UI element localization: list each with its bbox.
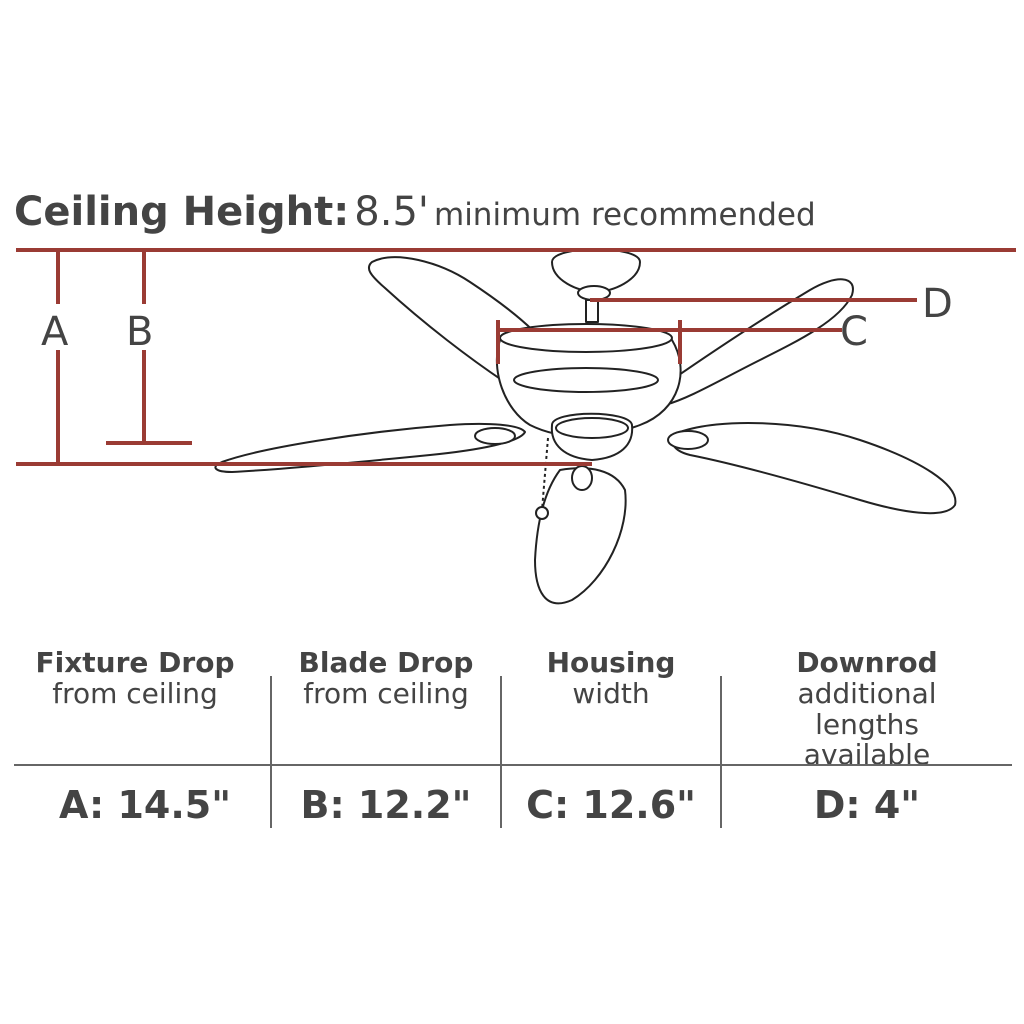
blade-holder <box>667 430 709 450</box>
table-divider-vertical <box>500 676 502 828</box>
downrod <box>585 299 599 323</box>
blade-holder <box>474 427 516 445</box>
ceiling-height-label: Ceiling Height: <box>14 189 350 235</box>
pull-chain-fob <box>535 506 549 520</box>
housing-band <box>513 367 659 393</box>
value-fixture-drop: A: 14.5" <box>58 783 232 827</box>
blade-holder <box>571 465 593 491</box>
column-title: Downrod <box>796 646 938 679</box>
column-title: Housing <box>546 646 676 679</box>
table-divider-vertical <box>270 676 272 828</box>
ceiling-height-title: Ceiling Height: 8.5' minimum recommended <box>14 192 816 232</box>
value-housing: C: 12.6" <box>526 783 696 827</box>
label-c: C <box>840 309 868 355</box>
fan-blade-bottom <box>534 467 627 605</box>
column-subtitle: from ceiling <box>303 676 469 710</box>
value-blade-drop: B: 12.2" <box>300 783 472 827</box>
ceiling-fan-diagram <box>16 248 1016 605</box>
column-subtitle: width <box>572 676 650 710</box>
pull-chain <box>541 437 549 511</box>
column-housing: Housing width <box>502 646 720 710</box>
label-a: A <box>41 309 69 355</box>
column-downrod: Downrod additional lengths available <box>722 646 1012 772</box>
label-d: D <box>922 281 953 327</box>
value-downrod: D: 4" <box>813 783 921 827</box>
column-blade-drop: Blade Drop from ceiling <box>272 646 500 710</box>
column-title: Blade Drop <box>298 646 474 679</box>
fan-blade-right <box>671 421 957 515</box>
switch-cup-rim <box>555 417 629 439</box>
table-divider-vertical <box>720 676 722 828</box>
canopy-collar <box>577 285 611 301</box>
column-title: Fixture Drop <box>35 646 235 679</box>
column-subtitle: from ceiling <box>52 676 218 710</box>
table-divider-horizontal <box>14 764 1012 766</box>
ceiling-height-note: minimum recommended <box>434 197 816 233</box>
column-subtitle: additional lengths available <box>797 676 937 772</box>
label-b: B <box>126 309 154 355</box>
ceiling-height-value: 8.5' <box>354 189 429 235</box>
column-fixture-drop: Fixture Drop from ceiling <box>20 646 250 710</box>
